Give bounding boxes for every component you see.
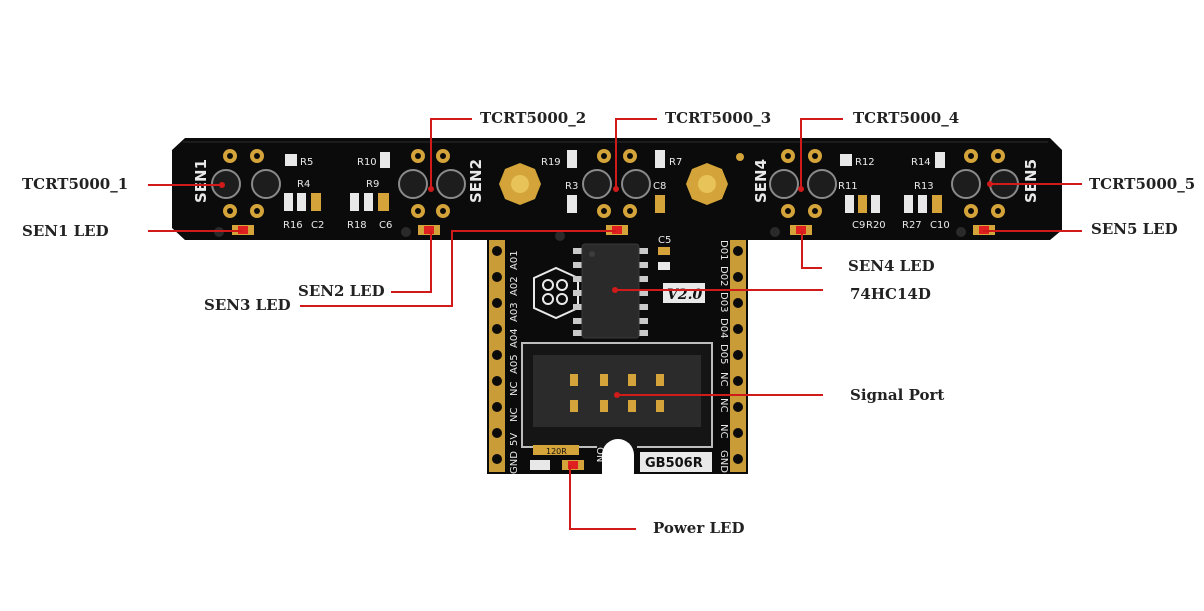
svg-text:R27: R27 xyxy=(902,220,922,231)
svg-text:C5: C5 xyxy=(658,235,671,246)
svg-text:R11: R11 xyxy=(838,181,858,192)
svg-text:R10: R10 xyxy=(357,157,377,168)
callout-power-led: Power LED xyxy=(653,519,745,537)
svg-text:A03: A03 xyxy=(509,302,520,322)
sensor-5-group: R14 R13 R27 C10 SEN5 xyxy=(902,149,1040,237)
callout-sen5-led: SEN5 LED xyxy=(1091,220,1178,238)
sensor-4-group: SEN4 R12 R11 C9 R20 xyxy=(752,149,886,237)
svg-text:R13: R13 xyxy=(914,181,934,192)
sensor-2-group: R10 R9 R18 C6 SEN2 xyxy=(347,149,485,237)
callout-74hc14d: 74HC14D xyxy=(850,285,931,303)
callout-signal-port: Signal Port xyxy=(850,386,945,404)
svg-text:NC: NC xyxy=(718,424,729,438)
svg-text:A02: A02 xyxy=(509,276,520,296)
callout-tcrt5000-2: TCRT5000_2 xyxy=(480,109,587,127)
callout-tcrt5000-4: TCRT5000_4 xyxy=(853,109,960,127)
callout-lines xyxy=(148,118,1082,530)
svg-text:NC: NC xyxy=(509,408,520,422)
svg-text:R12: R12 xyxy=(855,157,875,168)
svg-text:C10: C10 xyxy=(930,220,950,231)
main-module: A01 A02 A03 A04 A05 NC NC 5V GND D01 D02… xyxy=(489,235,746,474)
svg-text:D04: D04 xyxy=(718,318,729,338)
svg-text:5V: 5V xyxy=(509,433,520,446)
svg-text:R14: R14 xyxy=(911,157,931,168)
callout-sen1-led: SEN1 LED xyxy=(22,222,109,240)
svg-text:R3: R3 xyxy=(565,181,578,192)
callout-dots xyxy=(219,181,993,398)
svg-text:C8: C8 xyxy=(653,181,666,192)
svg-text:120R: 120R xyxy=(546,447,567,456)
svg-text:GND: GND xyxy=(718,450,729,473)
sensor-3-group: R19 R7 R3 C8 xyxy=(541,149,744,241)
callout-tcrt5000-1: TCRT5000_1 xyxy=(22,175,129,193)
model-label: GB506R xyxy=(645,456,703,471)
svg-text:R20: R20 xyxy=(866,220,886,231)
svg-text:NC: NC xyxy=(718,372,729,386)
svg-text:C6: C6 xyxy=(379,220,392,231)
svg-text:C9: C9 xyxy=(852,220,865,231)
ic-74hc14d xyxy=(573,243,648,339)
svg-text:NC: NC xyxy=(718,398,729,412)
right-header-pins xyxy=(730,240,746,472)
svg-text:R9: R9 xyxy=(366,179,379,190)
svg-text:C2: C2 xyxy=(311,220,324,231)
svg-text:D05: D05 xyxy=(718,344,729,364)
mounting-pads xyxy=(499,163,728,205)
callout-tcrt5000-5: TCRT5000_5 xyxy=(1089,175,1196,193)
svg-text:A05: A05 xyxy=(509,354,520,374)
sen2-silk-label: SEN2 xyxy=(467,159,485,203)
callout-sen4-led: SEN4 LED xyxy=(848,257,935,275)
svg-text:R4: R4 xyxy=(297,179,310,190)
svg-text:R7: R7 xyxy=(669,157,682,168)
svg-text:D02: D02 xyxy=(718,266,729,286)
svg-text:R16: R16 xyxy=(283,220,303,231)
callout-tcrt5000-3: TCRT5000_3 xyxy=(665,109,772,127)
callout-sen2-led: SEN2 LED xyxy=(298,282,385,300)
sen1-silk-label: SEN1 xyxy=(192,159,210,203)
svg-text:R5: R5 xyxy=(300,157,313,168)
sen4-silk-label: SEN4 xyxy=(752,159,770,203)
svg-text:D03: D03 xyxy=(718,292,729,312)
svg-text:ON: ON xyxy=(594,447,605,462)
left-header-pins xyxy=(489,240,505,472)
sensor-1-group: SEN1 R5 R4 R16 C2 xyxy=(192,149,324,237)
sen5-silk-label: SEN5 xyxy=(1022,159,1040,203)
callout-sen3-led: SEN3 LED xyxy=(204,296,291,314)
svg-text:D01: D01 xyxy=(718,240,729,260)
svg-text:A04: A04 xyxy=(509,328,520,348)
svg-text:R19: R19 xyxy=(541,157,561,168)
svg-text:GND: GND xyxy=(509,451,520,474)
svg-text:R18: R18 xyxy=(347,220,367,231)
svg-text:A01: A01 xyxy=(509,250,520,270)
svg-text:NC: NC xyxy=(509,382,520,396)
logo-icon xyxy=(533,266,579,320)
